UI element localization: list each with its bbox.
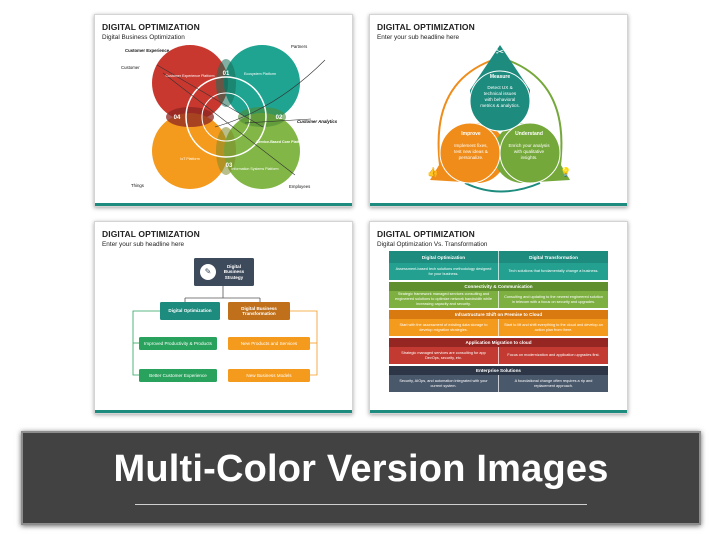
label-service-core: Service-Based Core Platform	[256, 140, 306, 144]
strategy-icon: ✎	[200, 264, 216, 280]
tools-icon: ✂	[496, 47, 504, 58]
slide-title: DIGITAL OPTIMIZATION	[377, 22, 475, 32]
version-banner: Multi-Color Version Images	[21, 431, 701, 525]
num-04: 04	[174, 115, 181, 121]
digital-transformation-head: Digital Business Transformation	[228, 302, 290, 320]
circle-ecosystem	[224, 45, 300, 121]
slide-title: DIGITAL OPTIMIZATION	[102, 229, 200, 239]
svg-text:Implement fixes,: Implement fixes,	[454, 143, 487, 148]
understand-title: Understand	[515, 131, 543, 137]
label-partners: Partners	[291, 44, 307, 49]
digital-optimization-head: Digital Optimization	[160, 302, 220, 320]
svg-text:with behavioral: with behavioral	[485, 97, 516, 102]
overlap-03	[216, 127, 236, 175]
num-01: 01	[223, 71, 230, 77]
left-item-2: Better Customer Experience	[139, 369, 217, 382]
num-02: 02	[276, 115, 283, 121]
svg-text:Enrich your analysis: Enrich your analysis	[508, 143, 550, 148]
table-row: Strategic framework managed services con…	[389, 291, 608, 308]
slide-subtitle: Digital Optimization Vs. Transformation	[377, 241, 488, 248]
triangle-cycle-diagram: ✂ 👍 💡 Measure Detect UX & technical issu…	[427, 45, 572, 193]
svg-text:with qualitative: with qualitative	[514, 149, 545, 154]
slide-title: DIGITAL OPTIMIZATION	[377, 229, 475, 239]
left-item-1: Improved Productivity & Products	[139, 337, 217, 350]
section-app-migration: Application Migration to cloud	[389, 338, 608, 347]
measure-title: Measure	[490, 74, 511, 80]
slide-subtitle: Enter your sub headline here	[102, 241, 185, 248]
label-cx-platform: Customer Experience Platform	[166, 74, 215, 78]
lightbulb-icon: 💡	[560, 166, 571, 177]
svg-text:insights.: insights.	[521, 155, 538, 160]
svg-text:metrics & analytics.: metrics & analytics.	[480, 103, 520, 108]
right-item-1: New Products and Services	[228, 337, 310, 350]
banner-underline	[135, 504, 587, 505]
digital-business-strategy-box: ✎ Digital Business Strategy	[194, 258, 254, 286]
overlap-04	[166, 107, 214, 127]
label-customer-analytics: Customer Analytics	[297, 119, 338, 124]
svg-text:technical issues: technical issues	[484, 91, 517, 96]
table-row: Strategic managed services are consultin…	[389, 347, 608, 364]
label-info-systems: Information Systems Platform	[231, 167, 278, 171]
num-03: 03	[226, 163, 233, 169]
slide-optimization-vs-transformation[interactable]: DIGITAL OPTIMIZATION Digital Optimizatio…	[369, 221, 628, 414]
circle-service-core	[224, 113, 300, 189]
table-row: Security, AIOps, and automation integrat…	[389, 375, 608, 392]
label-customer-experience: Customer Experience	[125, 48, 170, 53]
improve-title: Improve	[461, 131, 481, 137]
circle-iot	[152, 113, 228, 189]
table-row: Assessment-based tech solutions methodol…	[389, 263, 608, 280]
section-connectivity: Connectivity & Communication	[389, 282, 608, 291]
slide-venn-digital-business-optimization[interactable]: DIGITAL OPTIMIZATION Digital Business Op…	[94, 14, 353, 207]
thumbs-up-icon: 👍	[427, 166, 438, 177]
svg-text:test new ideas &: test new ideas &	[454, 149, 488, 154]
overlap-01	[216, 59, 236, 107]
svg-text:personalize.: personalize.	[459, 155, 484, 160]
label-things: Things	[131, 183, 144, 188]
section-enterprise: Enterprise Solutions	[389, 366, 608, 375]
slide-subtitle: Digital Business Optimization	[102, 34, 185, 41]
label-customer: Customer	[121, 65, 140, 70]
table-row: Start with the assessment of existing da…	[389, 319, 608, 336]
label-employees: Employees	[289, 184, 310, 189]
right-item-2: New Business Models	[228, 369, 310, 382]
label-iot: IoT Platform	[180, 157, 200, 161]
connector-lines	[132, 286, 318, 376]
banner-title: Multi-Color Version Images	[113, 448, 609, 490]
section-infrastructure: Infrastructure Shift on Premise to Cloud	[389, 310, 608, 319]
slide-title: DIGITAL OPTIMIZATION	[102, 22, 200, 32]
comparison-table: Digital Optimization Digital Transformat…	[389, 251, 608, 392]
circle-customer-experience	[152, 45, 228, 121]
overlap-02	[238, 107, 286, 127]
table-header: Digital Optimization Digital Transformat…	[389, 251, 608, 263]
venn-diagram: 01 02 03 04 Customer Experience Platform…	[121, 44, 338, 189]
slide-measure-improve-understand[interactable]: DIGITAL OPTIMIZATION Enter your sub head…	[369, 14, 628, 207]
slide-subtitle: Enter your sub headline here	[377, 34, 460, 41]
slide-digital-business-strategy[interactable]: DIGITAL OPTIMIZATION Enter your sub head…	[94, 221, 353, 414]
svg-text:Detect UX &: Detect UX &	[487, 85, 512, 90]
label-ecosystem: Ecosystem Platform	[244, 72, 276, 76]
